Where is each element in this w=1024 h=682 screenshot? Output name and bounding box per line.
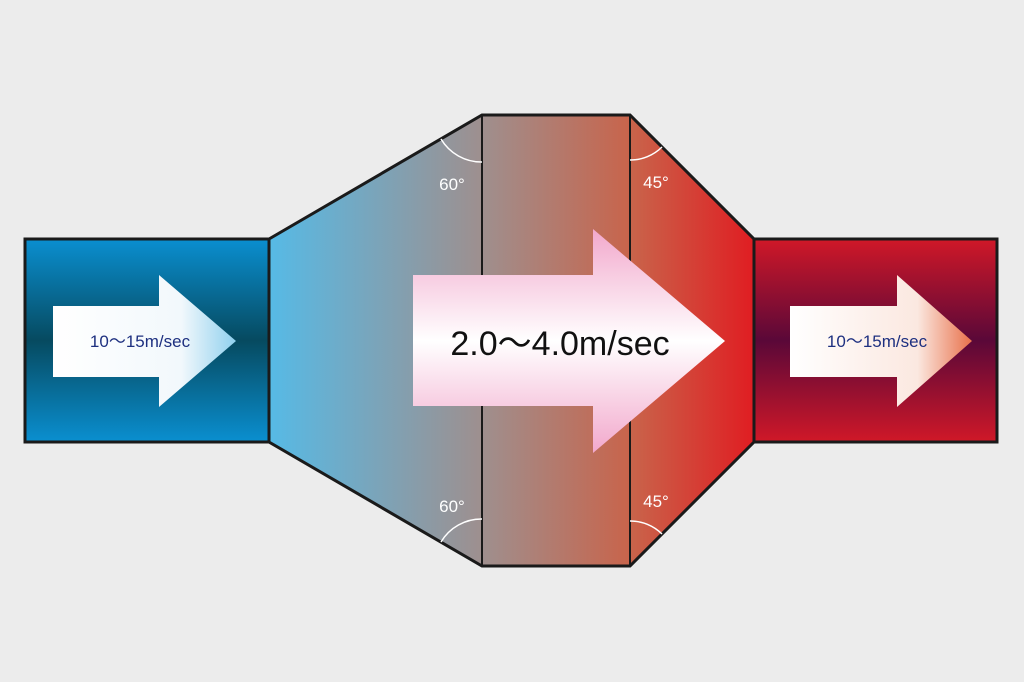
angle-label-inlet-top: 60° — [439, 175, 465, 194]
outlet-velocity-label: 10〜15m/sec — [827, 332, 928, 351]
chamber-flow-arrow — [413, 229, 725, 453]
angle-label-inlet-bottom: 60° — [439, 497, 465, 516]
angle-arc-outlet-bottom — [629, 520, 663, 535]
outlet-flow-arrow — [790, 275, 972, 407]
angle-arc-inlet-bottom — [440, 518, 483, 543]
chamber-velocity-label: 2.0〜4.0m/sec — [450, 325, 669, 363]
angle-arc-inlet-top — [440, 138, 483, 163]
angle-arc-outlet-top — [629, 146, 663, 161]
angle-label-outlet-bottom: 45° — [643, 492, 669, 511]
inlet-velocity-label: 10〜15m/sec — [90, 332, 191, 351]
inlet-flow-arrow — [53, 275, 236, 407]
angle-label-outlet-top: 45° — [643, 173, 669, 192]
